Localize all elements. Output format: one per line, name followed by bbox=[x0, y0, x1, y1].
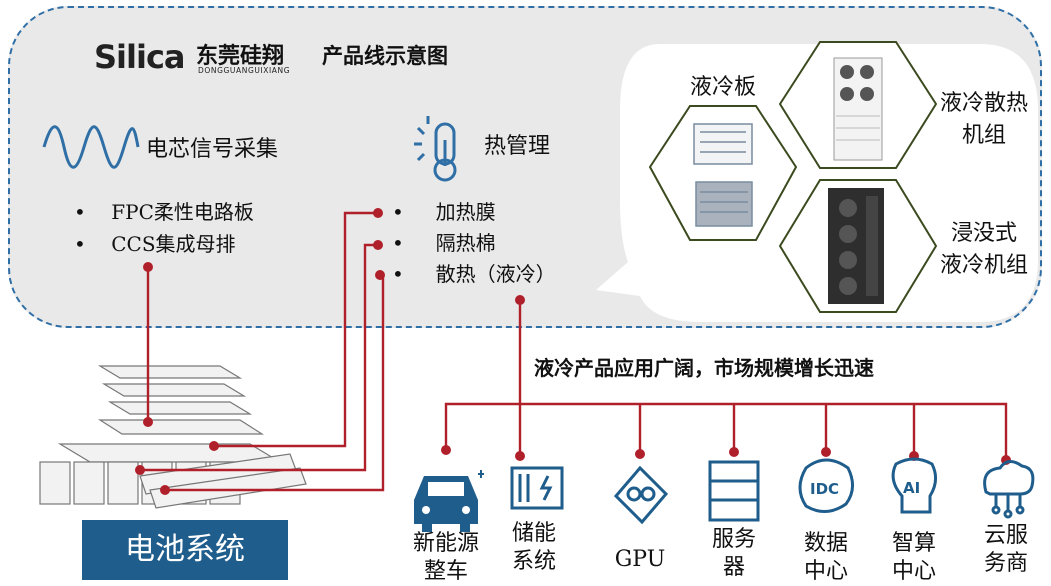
thermometer-icon bbox=[414, 116, 457, 182]
cooling-unit-image bbox=[833, 57, 883, 161]
bullet: • bbox=[392, 262, 404, 286]
thermal-item-label: 隔热棉 bbox=[435, 231, 496, 255]
thermal-section-title: 热管理 bbox=[484, 134, 551, 159]
cold-plate-label: 液冷板 bbox=[689, 75, 756, 100]
battery-exploded-image bbox=[39, 365, 307, 509]
market-tagline: 液冷产品应用广阔，市场规模增长迅速 bbox=[534, 356, 874, 380]
bullet: • bbox=[74, 232, 86, 256]
app-label-ai-center: 智算 中心 bbox=[891, 531, 936, 584]
signal-item-label: CCS集成母排 bbox=[111, 232, 236, 256]
svg-text:IDC: IDC bbox=[810, 480, 839, 498]
immersion-unit-image bbox=[828, 188, 884, 304]
signal-item: • FPC柔性电路板 bbox=[74, 196, 254, 225]
server-icon bbox=[708, 460, 760, 522]
thermal-item-label: 加热膜 bbox=[435, 200, 496, 224]
signal-section-title: 电芯信号采集 bbox=[146, 137, 279, 162]
bullet: • bbox=[392, 231, 404, 255]
signal-item: • CCS集成母排 bbox=[74, 228, 236, 257]
thermal-item: • 加热膜 bbox=[392, 196, 496, 225]
battery-system-label: 电池系统 bbox=[82, 520, 288, 580]
page-title: 产品线示意图 bbox=[322, 44, 448, 68]
car-icon bbox=[414, 470, 484, 532]
thermal-item: • 散热（液冷） bbox=[392, 258, 556, 287]
thermal-item-label: 散热（液冷） bbox=[435, 262, 556, 286]
app-label-energy-storage: 储能 系统 bbox=[511, 521, 556, 574]
app-label-gpu: GPU bbox=[614, 547, 666, 572]
cold-plate-image bbox=[693, 123, 753, 227]
cloud-icon bbox=[983, 460, 1035, 519]
wave-icon bbox=[42, 125, 140, 169]
logo-pinyin: DONGGUANGUIXIANG bbox=[198, 66, 291, 75]
signal-item-label: FPC柔性电路板 bbox=[111, 200, 254, 224]
cooling-unit-label: 液冷散热 机组 bbox=[939, 91, 1028, 148]
app-label-ev: 新能源 整车 bbox=[412, 531, 479, 584]
app-label-server: 服务 器 bbox=[711, 527, 756, 580]
gpu-icon bbox=[613, 465, 669, 525]
hexagon-cold-plate bbox=[648, 105, 798, 241]
immersion-unit-label: 浸没式 液冷机组 bbox=[939, 221, 1028, 278]
logo-chinese-name: 东莞硅翔 bbox=[196, 44, 285, 69]
app-label-data-center: 数据 中心 bbox=[803, 531, 848, 584]
bullet: • bbox=[392, 200, 404, 224]
ai-icon: AI bbox=[891, 457, 937, 514]
logo-wordmark: Silica bbox=[94, 38, 186, 76]
idc-icon: IDC bbox=[798, 458, 854, 513]
energy-storage-icon bbox=[510, 466, 564, 510]
app-label-cloud: 云服 务商 bbox=[983, 523, 1028, 576]
svg-text:AI: AI bbox=[903, 479, 920, 497]
thermal-item: • 隔热棉 bbox=[392, 227, 496, 256]
bullet: • bbox=[74, 200, 86, 224]
